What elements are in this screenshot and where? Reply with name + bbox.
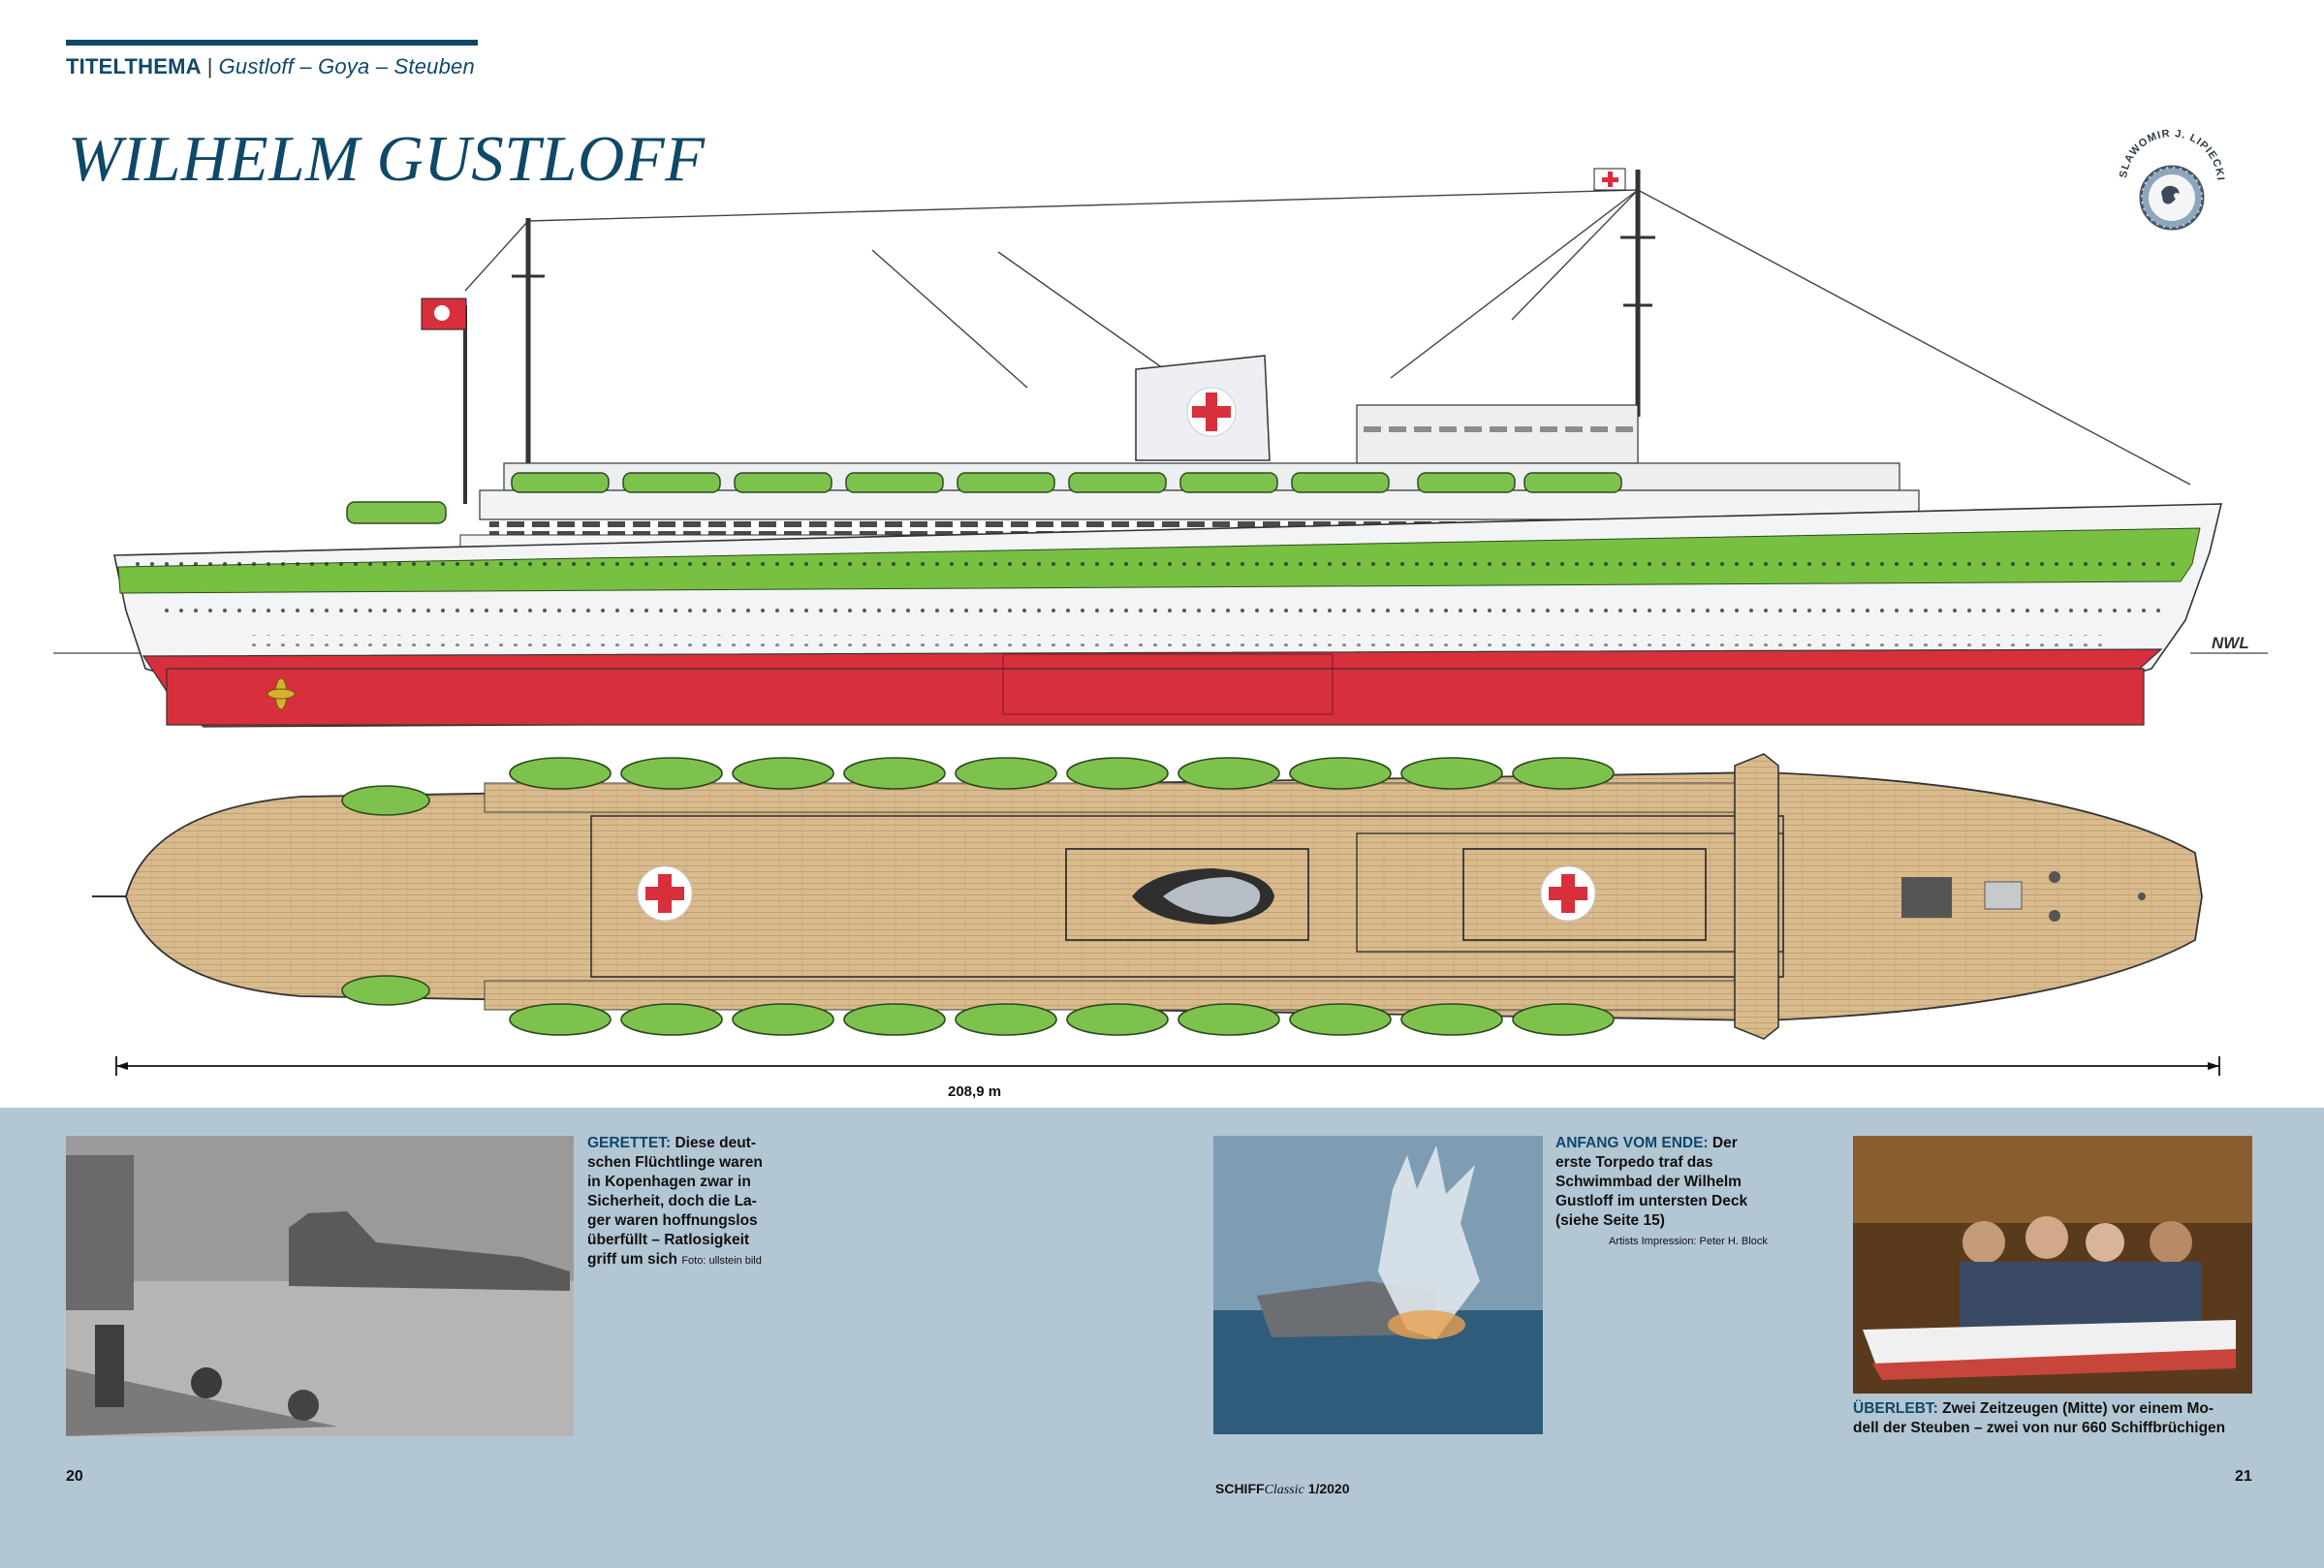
red-cross-icon — [637, 865, 693, 922]
refugees-photo — [66, 1136, 574, 1436]
topic-label: Gustloff – Goya – Steuben — [218, 54, 475, 78]
caption-survived: ÜBERLEBT: Zwei Zeitzeugen (Mitte) vor ei… — [1853, 1400, 2226, 1436]
painting-credit: Artists Impression: Peter H. Block — [1609, 1236, 1768, 1247]
lifeboats-side — [346, 472, 1622, 524]
torpedo-painting — [1213, 1136, 1543, 1434]
caption-rescued: GERETTET: Diese deut- schen Flüchtlinge … — [587, 1135, 763, 1268]
length-dimension-line — [115, 1056, 2220, 1076]
waterline-label: NWL — [2212, 634, 2249, 652]
page-number-left: 20 — [66, 1468, 83, 1485]
stern-flag-icon — [421, 298, 467, 330]
page-title: WILHELM GUSTLOFF — [68, 123, 706, 195]
rigging-lines — [464, 189, 2191, 486]
foredeck-fittings — [1901, 871, 2146, 922]
lifeboats-top — [341, 757, 1615, 1036]
ship-plans — [53, 168, 2268, 1076]
header-rule — [66, 40, 478, 46]
mast-crossbars — [512, 235, 1655, 307]
funnel-top — [1132, 868, 1274, 925]
magazine-issue: SCHIFFClassic 1/2020 — [1215, 1481, 1350, 1497]
kicker-separator: | — [206, 54, 213, 78]
survivors-photo — [1853, 1136, 2252, 1394]
caption-torpedo: ANFANG VOM ENDE: Der erste Torpedo traf … — [1555, 1135, 1768, 1247]
page-number-right: 21 — [2235, 1468, 2252, 1485]
red-cross-flag-icon — [1593, 168, 1626, 191]
hull — [113, 503, 2223, 728]
section-kicker: TITELTHEMA|Gustloff – Goya – Steuben — [66, 54, 475, 79]
section-label: TITELTHEMA — [66, 54, 202, 78]
photo-credit: Foto: ullstein bild — [681, 1255, 762, 1267]
side-elevation — [113, 168, 2223, 728]
funnel — [1135, 355, 1271, 461]
propeller-icon — [267, 677, 296, 710]
ship-length-label: 208,9 m — [948, 1083, 1002, 1100]
artist-badge-logo: SLAWOMIR J. LIPIECKI — [2118, 128, 2225, 231]
caption-survived-lead: ÜBERLEBT: — [1853, 1400, 1938, 1417]
caption-torpedo-lead: ANFANG VOM ENDE: — [1555, 1135, 1709, 1151]
caption-rescued-lead: GERETTET: — [587, 1135, 672, 1151]
red-cross-icon — [1540, 865, 1596, 922]
bridge-wings — [1734, 753, 1779, 1040]
deck-plan — [92, 753, 2203, 1040]
